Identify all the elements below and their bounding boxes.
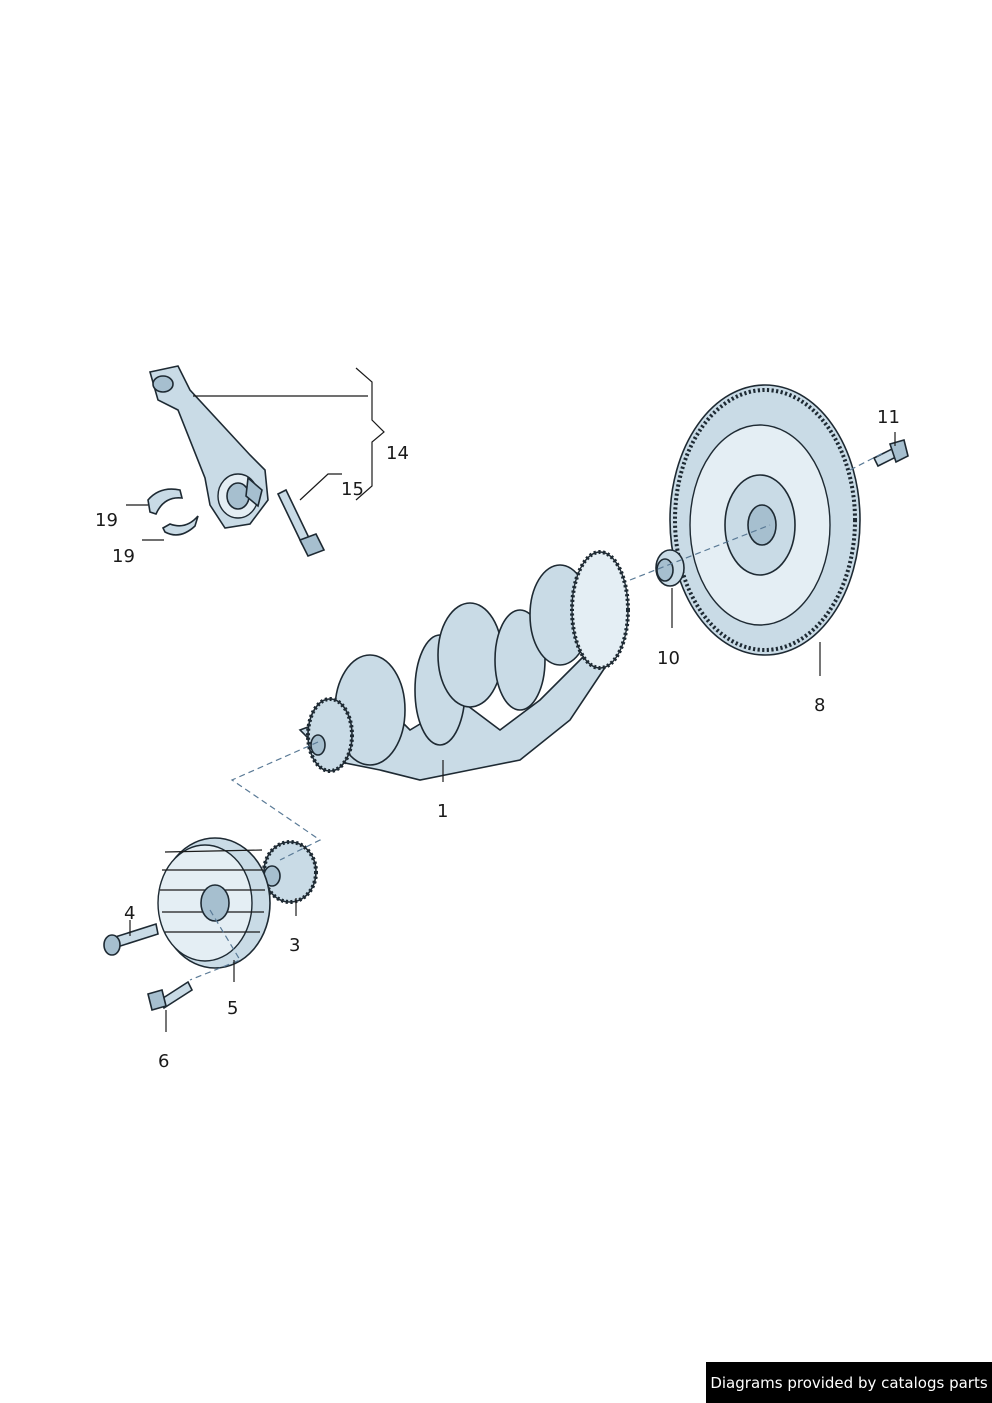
callout-15: 15 [341, 479, 364, 500]
callout-3: 3 [289, 935, 300, 956]
flywheel [669, 384, 861, 656]
damper-bolt [103, 922, 159, 956]
callout-19-lower: 19 [112, 546, 135, 567]
pilot-bearing [655, 549, 685, 587]
callout-labels: 1 3 4 5 6 8 10 11 14 15 19 19 [95, 407, 900, 1072]
crank-sprocket [262, 840, 318, 904]
callout-6: 6 [158, 1051, 169, 1072]
pulley-bolt [147, 980, 194, 1011]
callout-11: 11 [877, 407, 900, 428]
vibration-damper [157, 837, 271, 969]
flywheel-bolt [872, 439, 909, 468]
callout-8: 8 [814, 695, 825, 716]
assembly-axis-lines [189, 451, 886, 981]
callout-1: 1 [437, 801, 448, 822]
callout-10: 10 [657, 648, 680, 669]
leader-lines [126, 367, 896, 1032]
callout-4: 4 [124, 903, 135, 924]
connecting-rod [148, 365, 269, 529]
callout-5: 5 [227, 998, 238, 1019]
bearing-shell-lower [161, 515, 199, 536]
bearing-shell-upper [147, 488, 184, 515]
rod-bolt [276, 488, 326, 558]
callout-14: 14 [386, 443, 409, 464]
callout-19-upper: 19 [95, 510, 118, 531]
footer-credit-badge: Diagrams provided by catalogs parts [706, 1362, 992, 1403]
footer-credit-text: Diagrams provided by catalogs parts [710, 1373, 988, 1392]
crankshaft [298, 550, 630, 781]
